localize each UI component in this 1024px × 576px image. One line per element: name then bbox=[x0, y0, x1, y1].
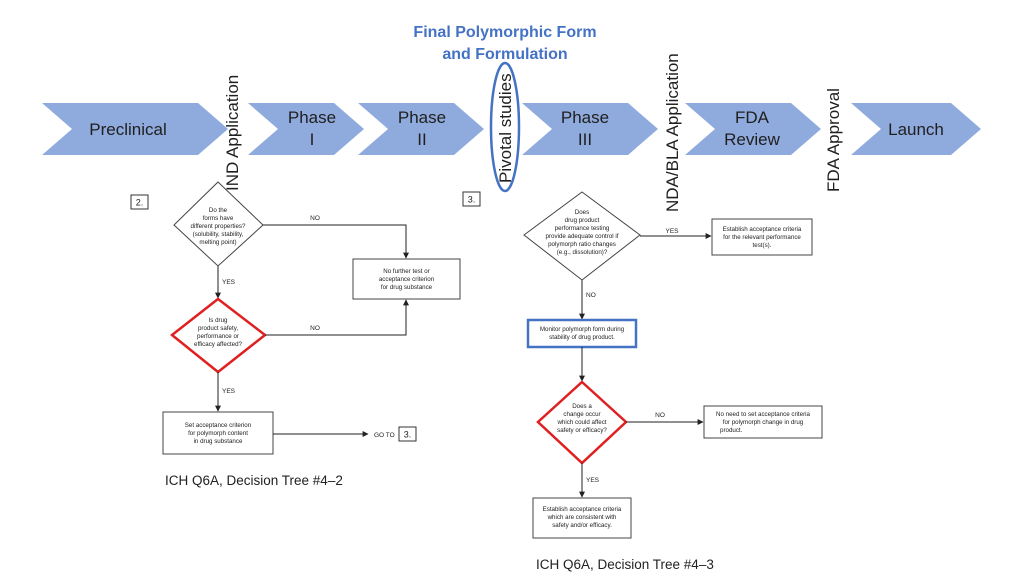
tree2-d2-line2: product safety, bbox=[198, 325, 238, 332]
tree2-d1-line2: forms have bbox=[203, 215, 234, 222]
tree2-d2-line3: performance or bbox=[197, 333, 239, 340]
tree3-monitor-line1: Monitor polymorph form during bbox=[540, 326, 625, 333]
phase-timeline: Preclinical Phase I Phase II Phase III F… bbox=[42, 103, 981, 155]
tree2-d1-line4: (solubility, stability, bbox=[193, 231, 244, 238]
tree2-number-box bbox=[130, 194, 149, 210]
tree2-no1-label: NO bbox=[310, 215, 320, 222]
tree3-est-safety-line2: which are consistent with bbox=[547, 514, 617, 521]
tree2-no-test-box bbox=[352, 258, 461, 300]
title-line2: and Formulation bbox=[442, 46, 567, 63]
tree3-no2-label: NO bbox=[655, 412, 665, 419]
tree2-number: 2. bbox=[136, 198, 144, 208]
tree2-caption: ICH Q6A, Decision Tree #4–2 bbox=[165, 473, 343, 488]
pivotal-highlight-ellipse bbox=[489, 61, 521, 193]
phase-label-phase-2-line1: Phase bbox=[398, 108, 446, 127]
chevron-phase-3 bbox=[522, 103, 658, 155]
tree3-d1-line6: (e.g., dissolution)? bbox=[557, 249, 608, 256]
tree3-d1-line3: performance testing bbox=[555, 225, 610, 232]
phase-label-launch: Launch bbox=[888, 120, 944, 139]
tree2-goto-label: GO TO bbox=[374, 432, 395, 439]
tree2-yes1-label: YES bbox=[222, 279, 236, 286]
tree2-goto-number-box bbox=[398, 426, 417, 442]
tree3-d1-line4: provide adequate control if bbox=[546, 233, 619, 240]
chevron-fda-review bbox=[685, 103, 821, 155]
phase-label-preclinical: Preclinical bbox=[89, 120, 166, 139]
phase-label-fda-review-line2: Review bbox=[724, 130, 780, 149]
tree2-d1-line1: Do the bbox=[209, 207, 228, 214]
tree2-d1-line5: melting point) bbox=[199, 239, 236, 246]
chevron-phase-2 bbox=[358, 103, 484, 155]
tree3-number: 3. bbox=[468, 195, 476, 205]
tree2-no2-line bbox=[265, 299, 409, 336]
tree2-set-line2: for polymorph content bbox=[188, 430, 248, 437]
chevron-launch bbox=[851, 103, 981, 155]
phase-label-phase-1-line2: I bbox=[310, 130, 315, 149]
tree3-d2-line2: change occur bbox=[563, 411, 600, 418]
tree2-no-test-line3: for drug substance bbox=[381, 284, 433, 291]
tree3-d2-line1: Does a bbox=[572, 403, 592, 410]
phase-label-phase-3-line1: Phase bbox=[561, 108, 609, 127]
tree2-no-test-line1: No further test or bbox=[383, 268, 429, 275]
tree3-d2-line3: which could affect bbox=[556, 419, 606, 426]
tree3-est-safety-line1: Establish acceptance criteria bbox=[543, 506, 622, 513]
tree2-no-test-line2: acceptance criterion bbox=[379, 276, 435, 283]
tree3-est-perf-line3: test(s). bbox=[753, 242, 772, 249]
tree3-d1-line1: Does bbox=[575, 209, 589, 216]
tree3-no-need-line3: product. bbox=[720, 427, 743, 434]
tree2-goto-number: 3. bbox=[404, 430, 412, 440]
tree2-set-criterion-box bbox=[162, 411, 274, 455]
tree3-est-perf-line1: Establish acceptance criteria bbox=[723, 226, 802, 233]
tree2-set-line3: in drug substance bbox=[194, 438, 243, 445]
milestone-ind-application: IND Application bbox=[223, 75, 242, 191]
tree3-d1-line2: drug product bbox=[565, 217, 600, 224]
tree3-d1-line5: polymorph ratio changes bbox=[548, 241, 616, 248]
title-line1: Final Polymorphic Form bbox=[413, 24, 596, 41]
tree2-set-line1: Set acceptance criterion bbox=[185, 422, 252, 429]
tree2-d1-line3: different properties? bbox=[191, 223, 246, 230]
tree3-est-perf-line2: for the relevant performance bbox=[723, 234, 801, 241]
milestone-nda-bla-application: NDA/BLA Application bbox=[663, 53, 682, 212]
tree2-yes2-label: YES bbox=[222, 388, 236, 395]
tree3-no-need-box bbox=[703, 405, 823, 439]
tree3-yes1-label: YES bbox=[665, 228, 679, 235]
tree3-establish-perf-box bbox=[711, 218, 813, 256]
tree3-d2-line4: safety or efficacy? bbox=[557, 427, 607, 434]
tree3-monitor-box bbox=[526, 318, 638, 349]
tree3-no1-label: NO bbox=[586, 292, 596, 299]
tree2-d2-line4: efficacy affected? bbox=[194, 341, 242, 348]
tree3-caption: ICH Q6A, Decision Tree #4–3 bbox=[536, 557, 714, 572]
tree3-yes2-label: YES bbox=[586, 477, 600, 484]
phase-label-fda-review-line1: FDA bbox=[735, 108, 770, 127]
tree2-d2-line1: Is drug bbox=[209, 317, 228, 324]
tree3-number-box bbox=[462, 191, 481, 207]
tree3-establish-safety-box bbox=[532, 497, 632, 539]
milestone-fda-approval: FDA Approval bbox=[824, 88, 843, 192]
phase-label-phase-3-line2: III bbox=[578, 130, 592, 149]
tree2-no1-line bbox=[263, 224, 409, 259]
chevron-phase-1 bbox=[248, 103, 364, 155]
decision-tree-3: 3. Does drug product performance testing… bbox=[462, 191, 823, 572]
decision-tree-2: 2. Do the forms have different propertie… bbox=[130, 181, 461, 488]
phase-label-phase-2-line2: II bbox=[417, 130, 426, 149]
chevron-preclinical bbox=[42, 103, 228, 155]
tree2-no2-label: NO bbox=[310, 325, 320, 332]
tree3-no-need-line1: No need to set acceptance criteria bbox=[716, 411, 810, 418]
milestone-pivotal-studies: Pivotal studies bbox=[496, 73, 515, 183]
tree3-no-need-line2: for polymorph change in drug bbox=[723, 419, 804, 426]
tree3-monitor-line2: stability of drug product. bbox=[549, 334, 615, 341]
tree3-est-safety-line3: safety and/or efficacy. bbox=[552, 522, 612, 529]
phase-label-phase-1-line1: Phase bbox=[288, 108, 336, 127]
